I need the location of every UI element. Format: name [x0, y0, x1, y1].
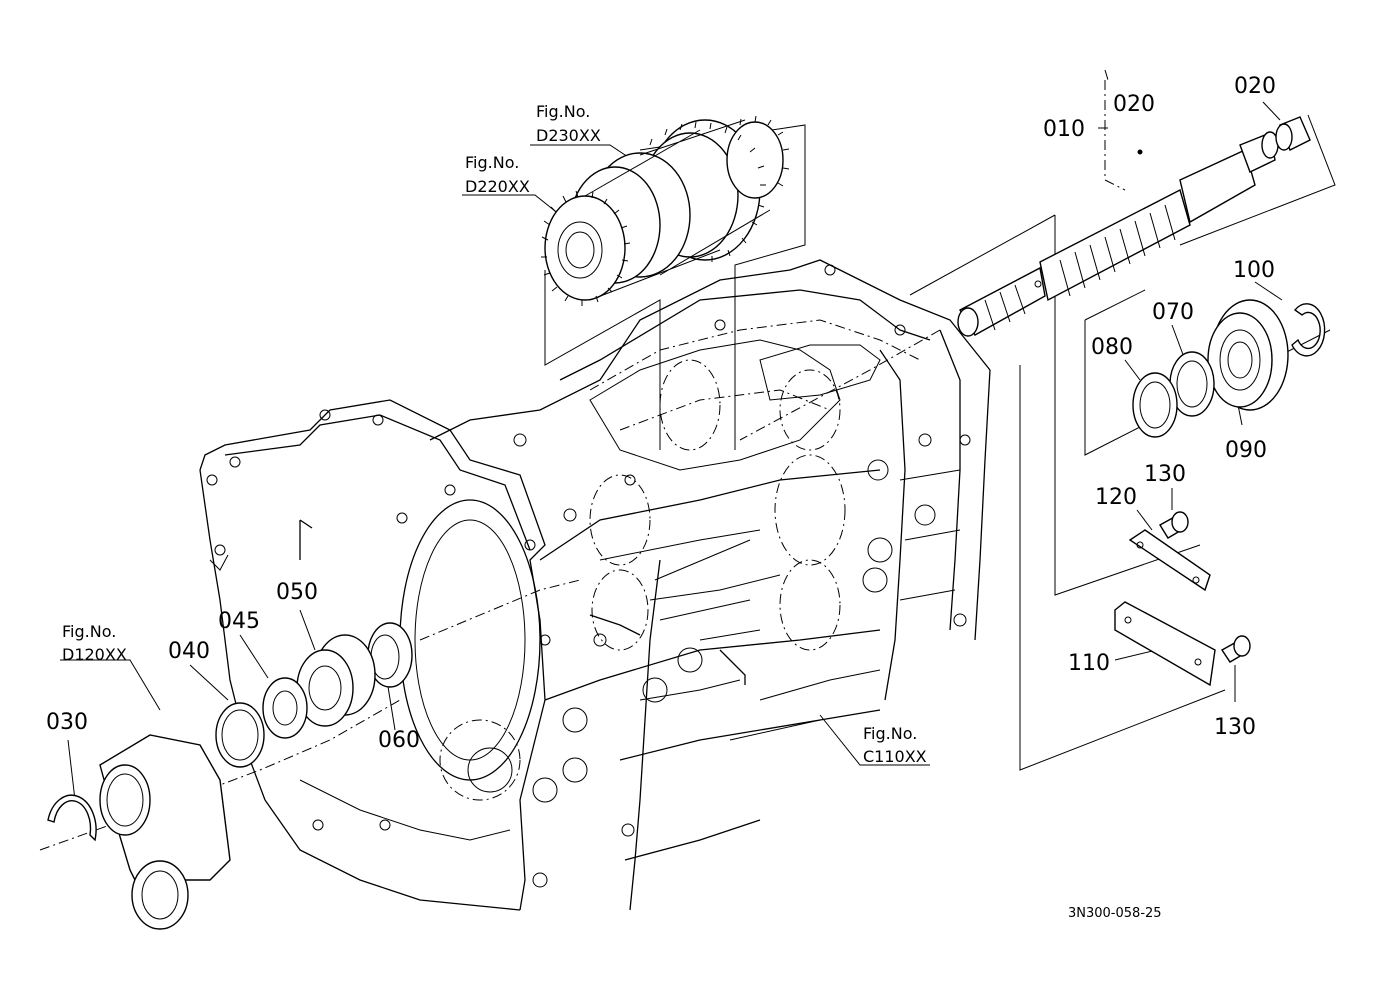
- figref-d120-code: D120XX: [62, 645, 127, 664]
- figref-d230-code: D230XX: [536, 126, 601, 145]
- label-090: 090: [1225, 438, 1267, 463]
- label-030: 030: [46, 710, 88, 735]
- transmission-case: [199, 259, 991, 911]
- label-040: 040: [168, 639, 210, 664]
- front-parts: [47, 622, 413, 930]
- figref-d230-title: Fig.No.: [536, 102, 590, 121]
- label-130-lower: 130: [1214, 715, 1256, 740]
- gear-cluster: [541, 115, 790, 306]
- figref-d220-title: Fig.No.: [465, 153, 519, 172]
- part-number-labels: 010 020 020 100 070 080 090 130 120 110 …: [46, 74, 1276, 753]
- main-shaft-010: [957, 116, 1311, 337]
- bearing-group: [1132, 299, 1326, 438]
- figref-d120-title: Fig.No.: [62, 622, 116, 641]
- plates-and-bolts: [1114, 511, 1251, 687]
- label-020-shaft: 020: [1113, 92, 1155, 117]
- label-080: 080: [1091, 335, 1133, 360]
- drawing-code: 3N300-058-25: [1068, 906, 1162, 921]
- label-020-bushing: 020: [1234, 74, 1276, 99]
- label-010: 010: [1043, 117, 1085, 142]
- figref-c110-title: Fig.No.: [863, 724, 917, 743]
- label-070: 070: [1152, 300, 1194, 325]
- label-110: 110: [1068, 651, 1110, 676]
- label-045: 045: [218, 609, 260, 634]
- label-060: 060: [378, 728, 420, 753]
- figure-references: Fig.No. D230XX Fig.No. D220XX Fig.No. D1…: [62, 102, 927, 766]
- figref-d220-code: D220XX: [465, 177, 530, 196]
- label-050: 050: [276, 580, 318, 605]
- label-120: 120: [1095, 485, 1137, 510]
- label-130-upper: 130: [1144, 462, 1186, 487]
- figref-c110-code: C110XX: [863, 747, 927, 766]
- label-100: 100: [1233, 258, 1275, 283]
